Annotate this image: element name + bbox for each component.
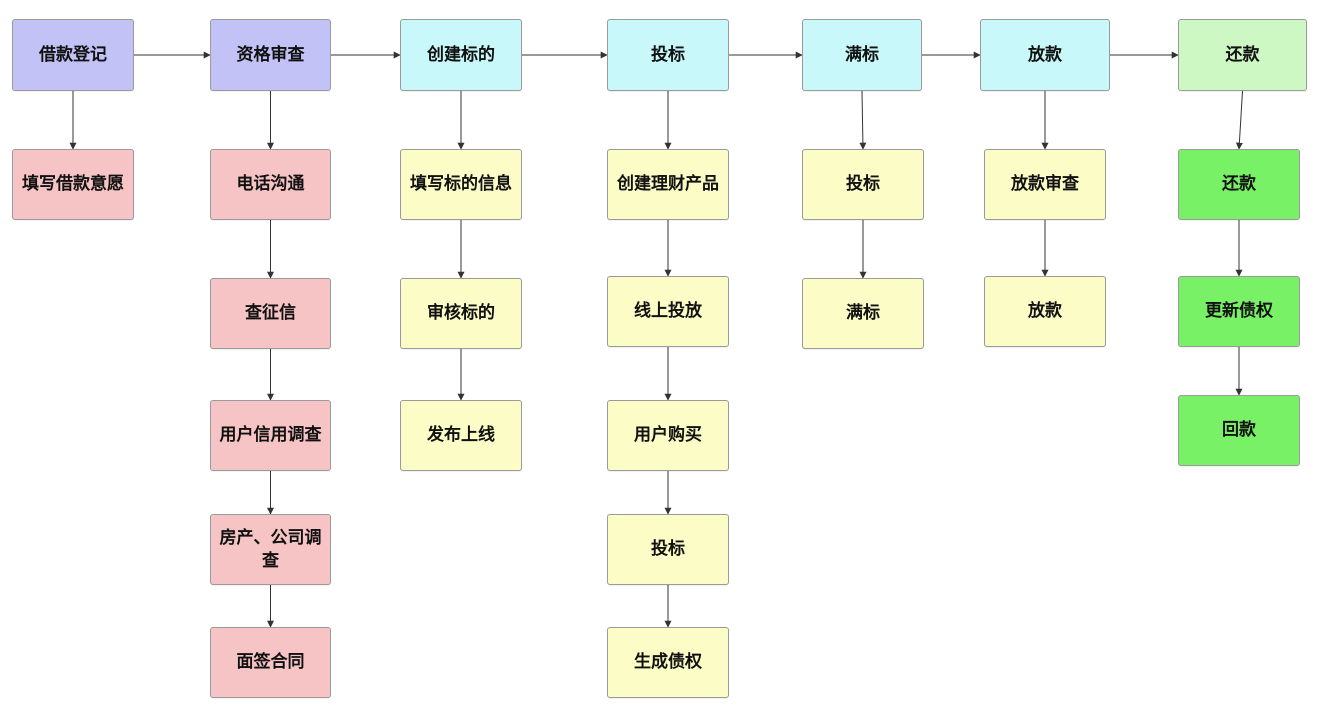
node-full-bid-step[interactable]: 满标 (802, 278, 924, 349)
node-label: 填写标的信息 (410, 174, 512, 195)
node-collect-payment[interactable]: 回款 (1178, 395, 1300, 466)
node-label: 投标 (651, 44, 685, 65)
node-label: 投标 (651, 539, 685, 560)
node-label: 填写借款意愿 (22, 174, 124, 195)
node-repay-step[interactable]: 还款 (1178, 149, 1300, 220)
node-label: 创建标的 (427, 44, 495, 65)
node-generate-claim[interactable]: 生成债权 (607, 627, 729, 698)
node-loan-register[interactable]: 借款登记 (12, 19, 134, 91)
node-fill-bid-info[interactable]: 填写标的信息 (400, 149, 522, 220)
node-label: 审核标的 (427, 303, 495, 324)
node-repay[interactable]: 还款 (1178, 19, 1307, 91)
node-check-credit[interactable]: 查征信 (210, 278, 331, 349)
node-disburse-review[interactable]: 放款审查 (984, 149, 1106, 220)
node-label: 回款 (1222, 420, 1256, 441)
node-update-claim[interactable]: 更新债权 (1178, 276, 1300, 347)
node-label: 发布上线 (427, 425, 495, 446)
node-label: 放款审查 (1011, 174, 1079, 195)
node-publish-online[interactable]: 发布上线 (400, 400, 522, 471)
node-label: 放款 (1028, 44, 1062, 65)
node-create-bid[interactable]: 创建标的 (400, 19, 522, 91)
node-label: 满标 (845, 44, 879, 65)
node-label: 用户购买 (634, 425, 702, 446)
node-sign-contract[interactable]: 面签合同 (210, 627, 331, 698)
node-phone-contact[interactable]: 电话沟通 (210, 149, 331, 220)
node-label: 还款 (1222, 174, 1256, 195)
node-label: 投标 (846, 174, 880, 195)
node-label: 查征信 (245, 303, 296, 324)
node-label: 更新债权 (1205, 301, 1273, 322)
node-tender[interactable]: 投标 (607, 19, 729, 91)
node-disburse[interactable]: 放款 (980, 19, 1110, 91)
node-label: 用户信用调查 (219, 425, 322, 446)
node-fill-loan-intent[interactable]: 填写借款意愿 (12, 149, 134, 220)
node-tender-step[interactable]: 投标 (607, 514, 729, 585)
node-user-purchase[interactable]: 用户购买 (607, 400, 729, 471)
node-audit-bid[interactable]: 审核标的 (400, 278, 522, 349)
node-label: 房产、公司调查 (219, 527, 322, 571)
node-create-product[interactable]: 创建理财产品 (607, 149, 729, 220)
node-label: 生成债权 (634, 652, 702, 673)
edge-arrow (1235, 90, 1243, 150)
node-qualification-review[interactable]: 资格审查 (210, 19, 331, 91)
node-disburse-step[interactable]: 放款 (984, 276, 1106, 347)
node-label: 电话沟通 (236, 174, 305, 195)
node-label: 创建理财产品 (617, 174, 719, 195)
node-credit-survey[interactable]: 用户信用调查 (210, 400, 331, 471)
node-full-bid[interactable]: 满标 (802, 19, 922, 91)
node-online-launch[interactable]: 线上投放 (607, 276, 729, 347)
node-label: 还款 (1225, 44, 1260, 65)
node-label: 线上投放 (634, 301, 702, 322)
node-property-company-survey[interactable]: 房产、公司调查 (210, 514, 331, 585)
node-label: 资格审查 (236, 44, 305, 65)
node-full-tender-step[interactable]: 投标 (802, 149, 924, 220)
node-label: 放款 (1028, 301, 1062, 322)
edge-arrow (859, 90, 867, 150)
node-label: 面签合同 (236, 652, 305, 673)
node-label: 借款登记 (39, 44, 107, 65)
node-label: 满标 (846, 303, 880, 324)
